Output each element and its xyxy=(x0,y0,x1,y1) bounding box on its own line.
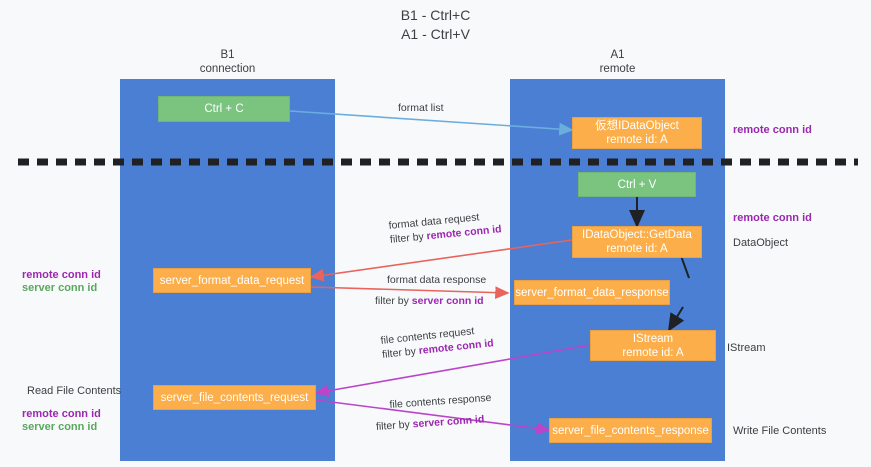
node-ctrl-c[interactable]: Ctrl + C xyxy=(158,96,290,122)
node-ctrl-c-label: Ctrl + C xyxy=(204,103,244,115)
arrow-file-contents-response xyxy=(315,399,551,435)
diagram-title: B1 - Ctrl+C A1 - Ctrl+V xyxy=(0,6,871,44)
edge-label-file-contents-response: file contents response filter by server … xyxy=(376,391,493,433)
filter-key-server-conn-id: server conn id xyxy=(411,295,484,307)
node-getdata-title: IDataObject::GetData xyxy=(582,229,692,241)
node-idataobject-sub: remote id: A xyxy=(606,134,668,146)
node-idataobject-getdata[interactable]: IDataObject::GetData remote id: A xyxy=(572,226,702,258)
edge-label-format-list-text: format list xyxy=(398,102,444,114)
column-header-b1-name: B1 xyxy=(220,49,235,61)
node-istream-title: IStream xyxy=(632,332,674,345)
node-server-format-data-request-label: server_format_data_request xyxy=(159,274,305,287)
node-istream-sub: remote id: A xyxy=(622,346,684,359)
diagram-title-line1: B1 - Ctrl+C xyxy=(400,7,471,23)
column-header-a1-sub: remote xyxy=(599,63,636,75)
column-header-b1-sub: connection xyxy=(199,63,256,75)
node-server-file-contents-response-label: server_file_contents_response xyxy=(552,424,709,437)
annotation-left-remote-conn-id-mid: remote conn id xyxy=(22,269,101,281)
arrow-response-to-istream xyxy=(667,306,685,332)
annotation-left-server-conn-id-bottom: server conn id xyxy=(22,421,98,433)
annotation-left-server-conn-id-mid: server conn id xyxy=(22,282,98,294)
arrow-format-data-request xyxy=(309,239,573,282)
annotation-right-remote-conn-id-mid: remote conn id xyxy=(733,212,812,224)
edge-label-format-list: format list xyxy=(398,101,444,115)
node-idataobject-title: 仮想IDataObject xyxy=(595,120,679,132)
filter-prefix: filter by xyxy=(375,418,414,433)
node-server-format-data-response-label: server_format_data_response xyxy=(515,286,669,299)
node-getdata-sub: remote id: A xyxy=(606,243,668,255)
filter-prefix: filter by xyxy=(389,230,428,246)
node-ctrl-v[interactable]: Ctrl + V xyxy=(578,172,696,197)
annotation-right-write-file-contents: Write File Contents xyxy=(733,425,827,437)
node-idataobject[interactable]: 仮想IDataObject remote id: A xyxy=(572,117,702,149)
column-header-b1: B1 connection xyxy=(150,48,305,76)
annotation-right-dataobject: DataObject xyxy=(733,237,789,249)
node-ctrl-v-label: Ctrl + V xyxy=(617,178,657,191)
column-header-a1-name: A1 xyxy=(610,49,625,61)
edge-label-format-data-response-text: format data response xyxy=(387,274,487,286)
annotation-left-remote-conn-id-bottom: remote conn id xyxy=(22,408,101,420)
diagram-title-line2: A1 - Ctrl+V xyxy=(401,26,470,42)
filter-prefix: filter by xyxy=(375,295,412,307)
arrow-format-list xyxy=(274,109,574,136)
column-header-a1: A1 remote xyxy=(540,48,695,76)
edge-label-format-data-response: format data response filter by server co… xyxy=(375,273,487,308)
annotation-left-read-file-contents: Read File Contents xyxy=(27,385,122,397)
filter-prefix: filter by xyxy=(381,345,420,361)
annotation-right-remote-conn-id-top: remote conn id xyxy=(733,124,812,136)
node-server-file-contents-request[interactable]: server_file_contents_request xyxy=(153,385,316,410)
arrow-file-contents-request xyxy=(314,344,591,398)
node-istream[interactable]: IStream remote id: A xyxy=(590,330,716,361)
node-server-file-contents-response[interactable]: server_file_contents_response xyxy=(549,418,712,443)
node-server-format-data-request[interactable]: server_format_data_request xyxy=(153,268,311,293)
node-server-file-contents-request-label: server_file_contents_request xyxy=(160,391,309,404)
edge-label-format-data-response-filter: filter by server conn id xyxy=(375,294,486,308)
node-server-format-data-response[interactable]: server_format_data_response xyxy=(514,280,670,305)
arrow-format-data-response xyxy=(310,286,510,300)
annotation-right-istream: IStream xyxy=(727,342,766,354)
